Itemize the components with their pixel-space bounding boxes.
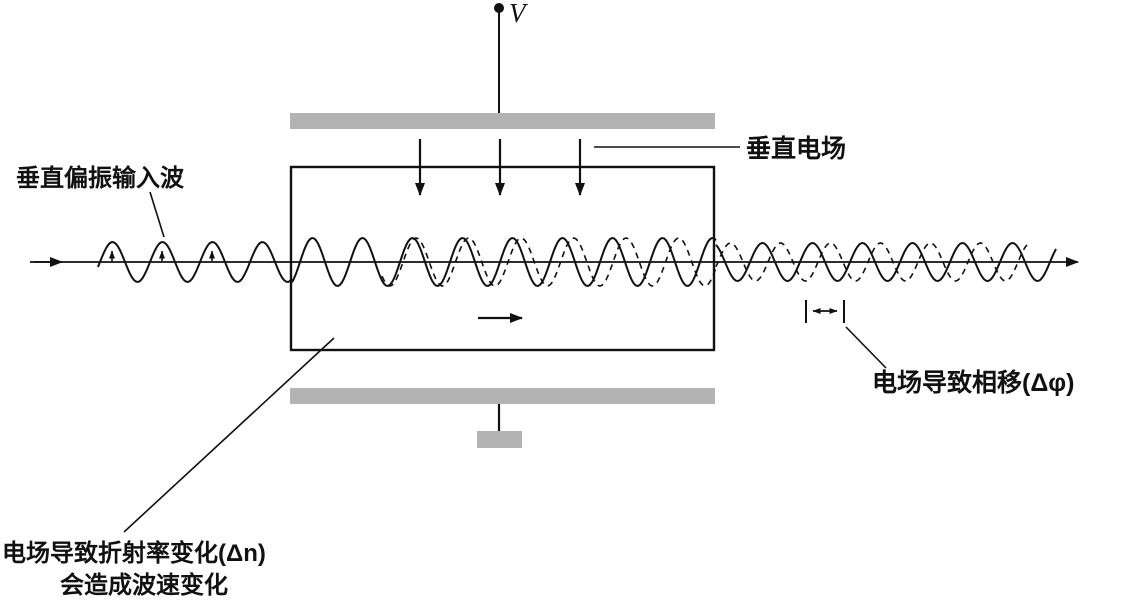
- index-change-label: 电场导致折射率变化(Δn): [2, 539, 266, 567]
- speed-change-label: 会造成波速变化: [60, 571, 228, 599]
- bottom-electrode: [290, 388, 715, 404]
- top-electrode: [290, 113, 715, 129]
- voltage-label: V: [509, 0, 529, 28]
- vertical-field-label: 垂直电场: [746, 135, 846, 163]
- phase-shifted-wave-crystal: [381, 237, 717, 287]
- output-wave: [715, 241, 1057, 283]
- input-wave: [97, 240, 293, 284]
- wave-in-crystal: [291, 236, 717, 288]
- ground-symbol: [477, 431, 522, 448]
- input-wave-label: 垂直偏振输入波: [16, 164, 185, 192]
- input-wave-leader: [149, 191, 165, 238]
- phase-shifted-wave-output: [715, 242, 1031, 282]
- phase-shift-marker: [805, 300, 845, 323]
- crystal-box: [289, 165, 716, 352]
- phase-shift-label: 电场导致相移(Δφ): [872, 369, 1075, 397]
- phase-shift-leader: [845, 326, 887, 369]
- polarization-arrows: [109, 250, 215, 261]
- index-change-leader: [123, 337, 335, 533]
- voltage-terminal-dot: [494, 3, 504, 13]
